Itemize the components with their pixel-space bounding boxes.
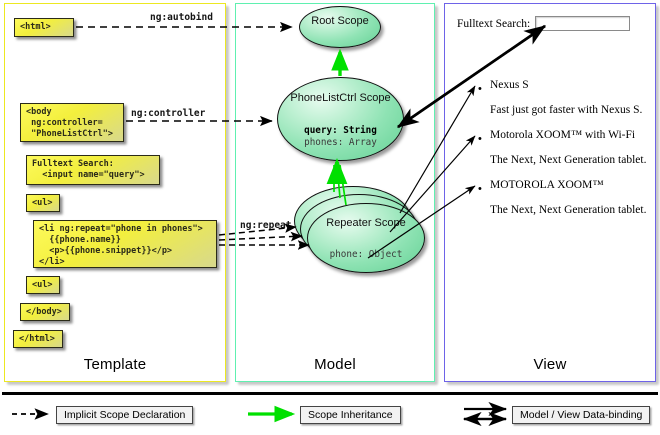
edge-label-autobind: ng:autobind <box>150 12 213 23</box>
view-item-name-0: Nexus S <box>490 79 529 91</box>
legend-item-scope-inheritance: Scope Inheritance <box>300 406 401 424</box>
template-column: Template <box>4 3 226 382</box>
edge-label-repeat: ng:repeat <box>240 220 292 231</box>
code-box-body-open: <body ng:controller= "PhoneListCtrl"> <box>20 103 124 142</box>
model-column-label: Model <box>314 356 356 373</box>
legend-glyph-model-view-data-binding <box>462 401 508 427</box>
scope-phonelistctrl-prop-query: query: String <box>304 125 377 136</box>
view-bullet-1: • <box>478 133 482 145</box>
scope-repeater-front: Repeater Scope phone: Object <box>307 203 425 273</box>
view-item-snippet-1: The Next, Next Generation tablet. <box>490 154 647 166</box>
code-box-ul-open: <ul> <box>26 194 60 212</box>
template-column-label: Template <box>83 356 147 373</box>
scope-root-title: Root Scope <box>311 15 369 27</box>
scope-phonelistctrl: PhoneListCtrl Scope query: String phones… <box>277 77 404 161</box>
view-column-label: View <box>533 356 567 373</box>
scope-root: Root Scope <box>299 6 381 48</box>
code-box-html-close: </html> <box>13 330 63 348</box>
code-box-html-open: <html> <box>14 18 74 37</box>
view-item-snippet-0: Fast just got faster with Nexus S. <box>490 104 643 116</box>
edge-label-controller: ng:controller <box>131 108 206 119</box>
code-box-fulltext-search: Fulltext Search: <input name="query"> <box>26 155 160 185</box>
view-search-label: Fulltext Search: <box>457 18 531 30</box>
scope-repeater-title: Repeater Scope <box>326 217 406 229</box>
code-box-ul-close: <ul> <box>26 276 60 294</box>
legend-divider <box>2 392 658 395</box>
view-item-name-1: Motorola XOOM™ with Wi-Fi <box>490 129 636 141</box>
view-column: View <box>444 3 656 382</box>
scope-phonelistctrl-prop-phones: phones: Array <box>304 137 377 148</box>
view-bullet-2: • <box>478 183 482 195</box>
view-search-input[interactable] <box>535 16 630 31</box>
code-box-li-repeat: <li ng:repeat="phone in phones"> {{phone… <box>33 220 217 268</box>
code-box-body-close: </body> <box>20 303 70 321</box>
view-item-snippet-2: The Next, Next Generation tablet. <box>490 204 647 216</box>
view-item-name-2: MOTOROLA XOOM™ <box>490 179 604 191</box>
legend-item-implicit-scope-declaration: Implicit Scope Declaration <box>56 406 194 424</box>
view-bullet-0: • <box>478 83 482 95</box>
legend-item-model-view-data-binding: Model / View Data-binding <box>512 406 651 424</box>
scope-phonelistctrl-title: PhoneListCtrl Scope <box>290 92 391 104</box>
scope-repeater-prop-phone: phone: Object <box>329 249 403 260</box>
